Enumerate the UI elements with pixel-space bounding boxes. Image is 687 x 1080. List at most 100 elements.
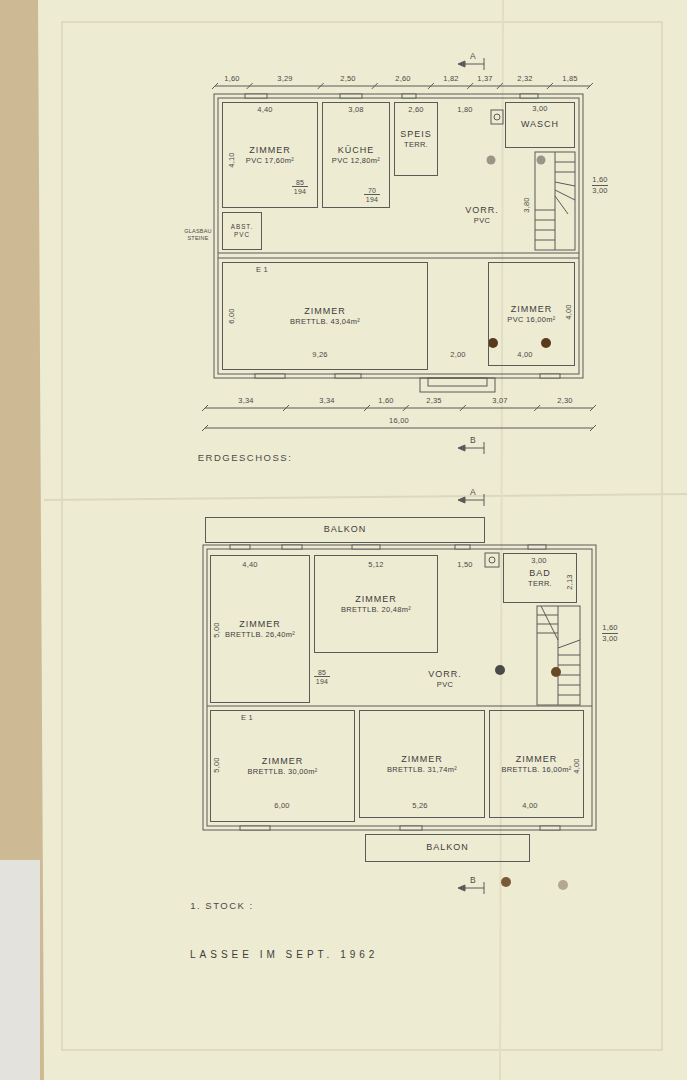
dimension: 194	[366, 196, 378, 203]
dimension: 6,00	[274, 802, 289, 810]
room: ZIMMERBRETTLB. 20,48m²	[314, 555, 438, 653]
dimension: 5,12	[368, 561, 383, 569]
punch-hole	[558, 880, 568, 890]
room-name: SPEIS	[400, 129, 432, 140]
punch-hole	[487, 156, 496, 165]
floor-title: 1. STOCK :	[190, 901, 253, 911]
dimension: 3,80	[523, 197, 531, 212]
outer-wall	[214, 94, 583, 378]
window	[540, 826, 560, 830]
window	[335, 374, 361, 378]
dimension: 4,10	[228, 152, 236, 167]
floor-finish: BRETTLB. 20,48m²	[341, 605, 411, 614]
dimension: 3,00	[602, 635, 617, 643]
note: GLASBAU	[184, 229, 211, 235]
outer-wall	[218, 98, 579, 374]
fold-line	[44, 494, 687, 500]
dimension: 4,00	[517, 351, 532, 359]
floor-finish: BRETTLB. 30,00m²	[247, 767, 317, 776]
section-marker: A	[470, 488, 476, 497]
floor-finish: BRETTLB. 26,40m²	[225, 630, 295, 639]
room-name: ZIMMER	[239, 619, 281, 630]
dimension: 2,60	[395, 75, 410, 83]
dimension: 3,00	[531, 557, 546, 565]
window	[245, 94, 267, 98]
dimension: 6,00	[228, 308, 236, 323]
floor-tiles	[0, 860, 40, 1080]
dimension: 1,85	[562, 75, 577, 83]
dimension: 3,07	[492, 397, 507, 405]
room: BALKON	[205, 517, 485, 543]
dimension: 85	[296, 179, 304, 186]
floor-finish: TERR.	[404, 140, 428, 149]
dimension: 194	[316, 678, 328, 685]
room-name: ZIMMER	[511, 304, 553, 315]
dimension: 4,00	[573, 758, 581, 773]
dimension: 2,50	[340, 75, 355, 83]
floor-finish: PVC	[437, 680, 453, 689]
room: KÜCHEPVC 12,80m²	[322, 102, 390, 208]
window	[540, 374, 560, 378]
dimension: 1,60	[592, 176, 607, 184]
section-marker: B	[470, 436, 476, 445]
dimension: 4,40	[242, 561, 257, 569]
room-name: VORR.	[428, 669, 462, 680]
dimension: E 1	[241, 714, 253, 722]
dimension: 70	[368, 187, 376, 194]
floor-finish: PVC 17,60m²	[246, 156, 294, 165]
dimension: 2,32	[517, 75, 532, 83]
dimension: 1,82	[443, 75, 458, 83]
room-name: BALKON	[324, 524, 367, 535]
floor-finish: TERR.	[528, 579, 552, 588]
room-name: ABST. PVC	[223, 223, 261, 239]
floor-finish: BRETTLB. 31,74m²	[387, 765, 457, 774]
dimension: 5,00	[213, 622, 221, 637]
room-name: BALKON	[426, 842, 469, 853]
dimension: 1,60	[224, 75, 239, 83]
dimension: 2,60	[408, 106, 423, 114]
punch-hole	[541, 338, 551, 348]
room-name: VORR.	[465, 205, 499, 216]
floor-finish: BRETTLB. 16,00m²	[501, 765, 571, 774]
room-name: ZIMMER	[249, 145, 291, 156]
ground-floor	[202, 58, 608, 454]
dimension: 4,40	[257, 106, 272, 114]
dimension: 1,60	[378, 397, 393, 405]
floor-title: ERDGESCHOSS:	[198, 453, 293, 463]
dimension-lines	[314, 634, 618, 677]
hall-area: VORR.PVC	[400, 655, 490, 703]
chimney-flue	[489, 557, 495, 563]
window	[520, 94, 538, 98]
chimney	[485, 553, 499, 567]
hall-area: VORR.PVC	[442, 180, 522, 250]
punch-hole	[495, 665, 505, 675]
room-name: ZIMMER	[304, 306, 346, 317]
dimension: 3,29	[277, 75, 292, 83]
room-name: KÜCHE	[338, 145, 375, 156]
dimension: 4,00	[565, 304, 573, 319]
dimension: 3,08	[348, 106, 363, 114]
room-name: ZIMMER	[516, 754, 558, 765]
fold-line	[500, 0, 503, 1080]
paper-sheet	[38, 0, 687, 1080]
punch-holes	[487, 156, 569, 891]
dimension-lines	[202, 83, 608, 431]
dimension: 4,00	[522, 802, 537, 810]
section-markers	[458, 58, 484, 454]
caption: LASSEE IM SEPT. 1962	[190, 949, 378, 960]
punch-hole	[551, 667, 561, 677]
floor-finish: PVC 12,80m²	[332, 156, 380, 165]
dimension: E 1	[256, 266, 268, 274]
room-name: BAD	[529, 568, 551, 579]
upper-floor	[203, 494, 618, 894]
window	[528, 545, 546, 549]
dimension: 3,34	[238, 397, 253, 405]
inner-wall	[218, 258, 579, 259]
dimension: 2,13	[566, 574, 574, 589]
chimney	[491, 110, 503, 124]
dimension: 16,00	[389, 417, 409, 425]
dimension: 2,35	[426, 397, 441, 405]
inner-wall	[218, 253, 579, 254]
dimension: 9,26	[312, 351, 327, 359]
